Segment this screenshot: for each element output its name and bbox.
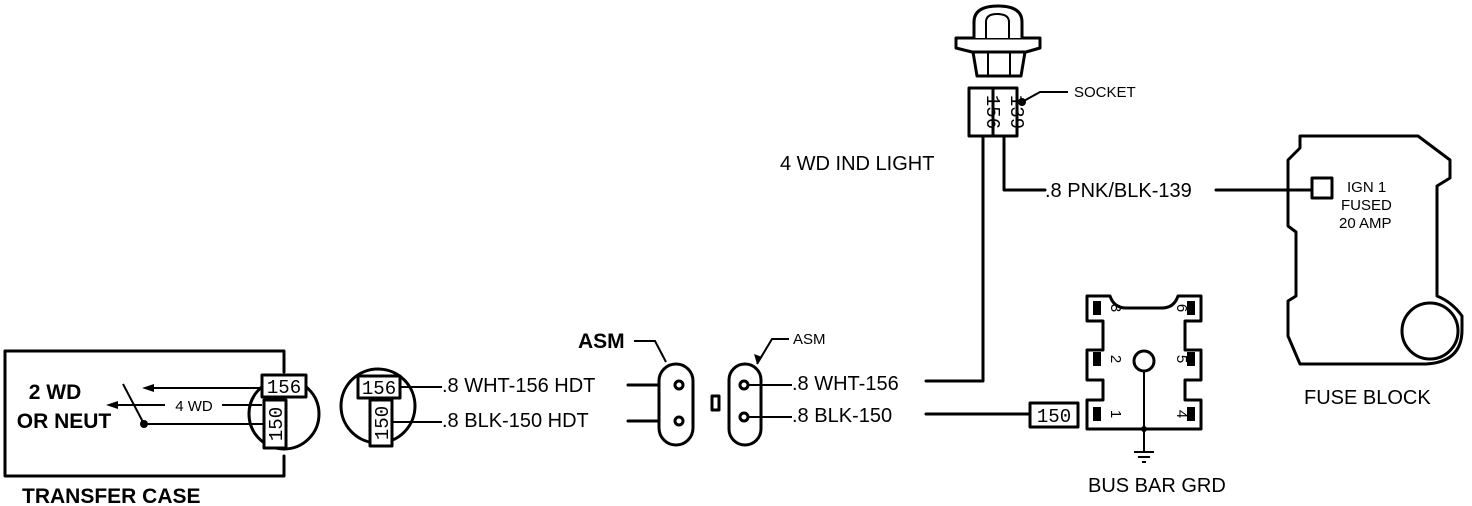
cavity-label-3: 3: [1107, 304, 1124, 312]
switch-pivot: [140, 420, 148, 428]
switch-contact-4wd: [106, 401, 118, 409]
fuse-label-fused: FUSED: [1341, 197, 1392, 214]
asm-left-pin-top: [673, 379, 685, 391]
wire-label-blk-150: .8 BLK-150: [792, 405, 892, 427]
fuse-label-ign1: IGN 1: [1347, 179, 1386, 196]
ground-terminal-150: 150: [1037, 406, 1071, 428]
harness-connector: 156 150 .8 WHT-156 HDT .8 BLK-150 HDT: [339, 367, 680, 448]
asm-left-pin-bottom: [673, 415, 685, 427]
wire-pnk-blk-139: [1002, 135, 1314, 192]
bulb-filament: [985, 12, 1010, 38]
wire-label-wht-156: .8 WHT-156: [792, 373, 899, 395]
bulb-contact-lines: [987, 52, 1011, 76]
asm-right-leader-arrow: [754, 354, 762, 364]
asm-right-leader: [756, 338, 789, 365]
transfer-case-outline: [3, 349, 286, 478]
bulb-socket-wings: [954, 36, 1042, 54]
switch-contact-2wd: [142, 384, 154, 392]
harness-terminal-156: 156: [362, 378, 396, 400]
asm-connector-left: ASM: [578, 330, 695, 447]
switch-blade: [122, 383, 145, 425]
asm-right-pin-bottom: [738, 411, 750, 423]
wire-label-pnk-blk-139: .8 PNK/BLK-139: [1045, 180, 1192, 202]
bus-bar-ground: 150 3 2 1 6 5 4 BUS BAR GRD: [1028, 294, 1226, 497]
fuse-label-amp: 20 AMP: [1339, 215, 1392, 232]
fuse-block-outline: [1286, 134, 1464, 366]
socket-terminal-139-box: [991, 86, 1019, 138]
socket-leader-dot: [1018, 98, 1026, 106]
switch-label-or-neut: OR NEUT: [17, 410, 112, 433]
indicator-light: 156 139 SOCKET 4 WD IND LIGHT .8 PNK/BLK…: [780, 4, 1192, 202]
wire-label-blk-150-hdt: .8 BLK-150 HDT: [442, 410, 589, 432]
transfer-case: 156 150 4 WD 2 WD OR NEUT TRANSFER CASE: [3, 349, 321, 506]
cavity-2: [1093, 352, 1101, 366]
switch-position-4wd: 4 WD: [175, 398, 213, 415]
transfer-case-caption: TRANSFER CASE: [22, 485, 201, 506]
socket-label: SOCKET: [1074, 84, 1136, 101]
switch-label-2wd: 2 WD: [29, 381, 82, 404]
asm-right-pin-top: [738, 379, 750, 391]
bulb-base: [971, 50, 1027, 78]
bulb-glass: [972, 4, 1024, 38]
fuse-block-caption: FUSE BLOCK: [1304, 387, 1431, 409]
bus-bar-mount-hole: [1132, 349, 1156, 373]
asm-right-label: ASM: [793, 331, 826, 348]
ground-symbol-icon: [1134, 451, 1154, 463]
wire-label-wht-156-hdt: .8 WHT-156 HDT: [442, 375, 595, 397]
cavity-3: [1093, 301, 1101, 315]
indicator-light-label: 4 WD IND LIGHT: [780, 153, 934, 175]
cavity-5: [1187, 352, 1195, 366]
asm-left-label: ASM: [578, 330, 625, 353]
ground-junction-dot: [1141, 426, 1147, 432]
ign1-fuse-terminal: [1310, 176, 1334, 200]
wire-wht-156: [924, 135, 985, 383]
asm-connector-right: ASM .8 WHT-156 .8 BLK-150: [710, 331, 899, 447]
cavity-1: [1093, 407, 1101, 421]
cavity-label-6: 6: [1173, 304, 1190, 312]
asm-left-body: [657, 362, 695, 447]
cavity-label-1: 1: [1107, 410, 1124, 418]
fuse-block-mount-hole: [1400, 301, 1460, 361]
cavity-label-5: 5: [1173, 355, 1190, 363]
harness-terminal-150: 150: [372, 406, 394, 440]
bus-bar-outline: [1085, 294, 1203, 431]
cavity-label-4: 4: [1173, 410, 1190, 418]
bus-bar-caption: BUS BAR GRD: [1088, 475, 1226, 497]
cavity-4: [1187, 407, 1195, 421]
asm-right-body: [727, 362, 763, 447]
fuse-block: IGN 1 FUSED 20 AMP FUSE BLOCK: [1286, 134, 1464, 409]
transfer-case-terminal-156-box: [260, 373, 308, 399]
cavity-6: [1187, 301, 1195, 315]
asm-right-latch: [710, 394, 721, 412]
ground-terminal-150-box: [1028, 401, 1080, 429]
socket-leader: [1021, 91, 1068, 103]
transfer-case-terminal-156: 156: [267, 377, 301, 399]
transfer-case-terminal-150: 150: [266, 407, 288, 441]
cavity-label-2: 2: [1107, 355, 1124, 363]
asm-left-leader: [634, 340, 667, 363]
socket-terminal-156: 156: [981, 95, 1003, 129]
